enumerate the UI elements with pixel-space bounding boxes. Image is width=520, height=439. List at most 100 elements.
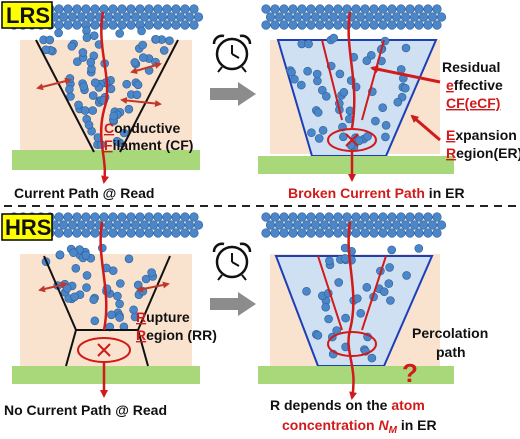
atom <box>58 220 69 230</box>
atom <box>302 286 311 296</box>
atom <box>132 90 142 100</box>
cf-wall-left <box>35 39 95 153</box>
atom <box>85 220 96 230</box>
atom <box>328 12 339 22</box>
atom <box>108 228 118 238</box>
atom <box>54 4 64 14</box>
atom <box>279 20 289 30</box>
atom <box>396 4 406 14</box>
atom <box>103 220 114 230</box>
atom <box>423 20 433 30</box>
atom <box>414 20 424 30</box>
atom <box>318 126 328 135</box>
atom <box>85 12 96 22</box>
atom <box>436 220 447 230</box>
atom <box>334 278 344 287</box>
atom <box>130 12 141 22</box>
atom <box>115 299 124 309</box>
atom <box>171 4 181 14</box>
atom <box>144 212 154 222</box>
atom <box>69 248 78 257</box>
atom <box>54 228 64 238</box>
atom <box>157 12 168 22</box>
atom <box>261 228 271 238</box>
atom <box>385 263 394 272</box>
atom <box>148 12 159 22</box>
atom <box>90 316 100 326</box>
atom <box>63 4 73 14</box>
percolation-label-2: path <box>436 344 466 360</box>
atom <box>63 20 73 30</box>
atom <box>371 116 380 126</box>
atom <box>288 20 298 30</box>
atom <box>76 220 87 230</box>
atom <box>356 308 366 318</box>
atom <box>342 4 352 14</box>
er-atoms <box>302 243 424 363</box>
atom <box>159 46 169 55</box>
atom <box>119 128 129 138</box>
atom <box>126 20 136 30</box>
atom <box>81 251 91 260</box>
atom <box>165 36 174 46</box>
atom <box>423 228 433 238</box>
current-path <box>347 221 358 400</box>
atom <box>279 212 289 222</box>
right-arrow-icon <box>210 292 256 316</box>
atom <box>402 271 411 280</box>
atom <box>315 212 325 222</box>
atom <box>108 20 118 30</box>
atom <box>261 4 271 14</box>
atom <box>303 66 312 76</box>
lrs-badge <box>1 1 53 29</box>
atom <box>261 20 271 30</box>
atom <box>189 212 199 222</box>
cf-label: Conductive <box>104 120 180 136</box>
diffusion-arrow <box>36 77 72 91</box>
atom <box>288 4 298 14</box>
atom <box>292 220 303 230</box>
atom <box>386 296 395 305</box>
atom <box>342 212 352 222</box>
atom <box>112 220 123 230</box>
atom <box>436 12 447 22</box>
atom <box>427 220 438 230</box>
atom <box>90 228 100 238</box>
atom <box>265 220 276 230</box>
atom <box>423 212 433 222</box>
atom <box>405 212 415 222</box>
atom <box>54 212 64 222</box>
atom <box>71 263 81 273</box>
atom <box>113 291 122 301</box>
atom <box>324 212 334 222</box>
atom <box>81 212 91 222</box>
atom <box>153 20 163 30</box>
atom <box>115 29 124 38</box>
atom <box>65 85 74 94</box>
atom <box>324 4 334 14</box>
atom <box>382 12 393 22</box>
atom <box>109 111 118 121</box>
atom <box>265 12 276 22</box>
atom <box>315 228 325 238</box>
atom <box>301 220 312 230</box>
atom <box>338 132 348 142</box>
atom <box>354 136 364 146</box>
atom <box>369 20 379 30</box>
atom <box>180 212 190 222</box>
atom <box>297 228 307 238</box>
atom <box>387 245 397 255</box>
atom <box>82 271 92 280</box>
atom <box>313 330 323 340</box>
atom <box>115 313 124 322</box>
atom <box>409 220 420 230</box>
atom <box>324 314 333 324</box>
atom <box>360 212 370 222</box>
current-path <box>347 11 356 129</box>
atom <box>162 20 172 30</box>
atom <box>270 4 280 14</box>
atom <box>90 4 100 14</box>
atom <box>351 20 361 30</box>
atom <box>369 228 379 238</box>
atom <box>54 20 64 30</box>
